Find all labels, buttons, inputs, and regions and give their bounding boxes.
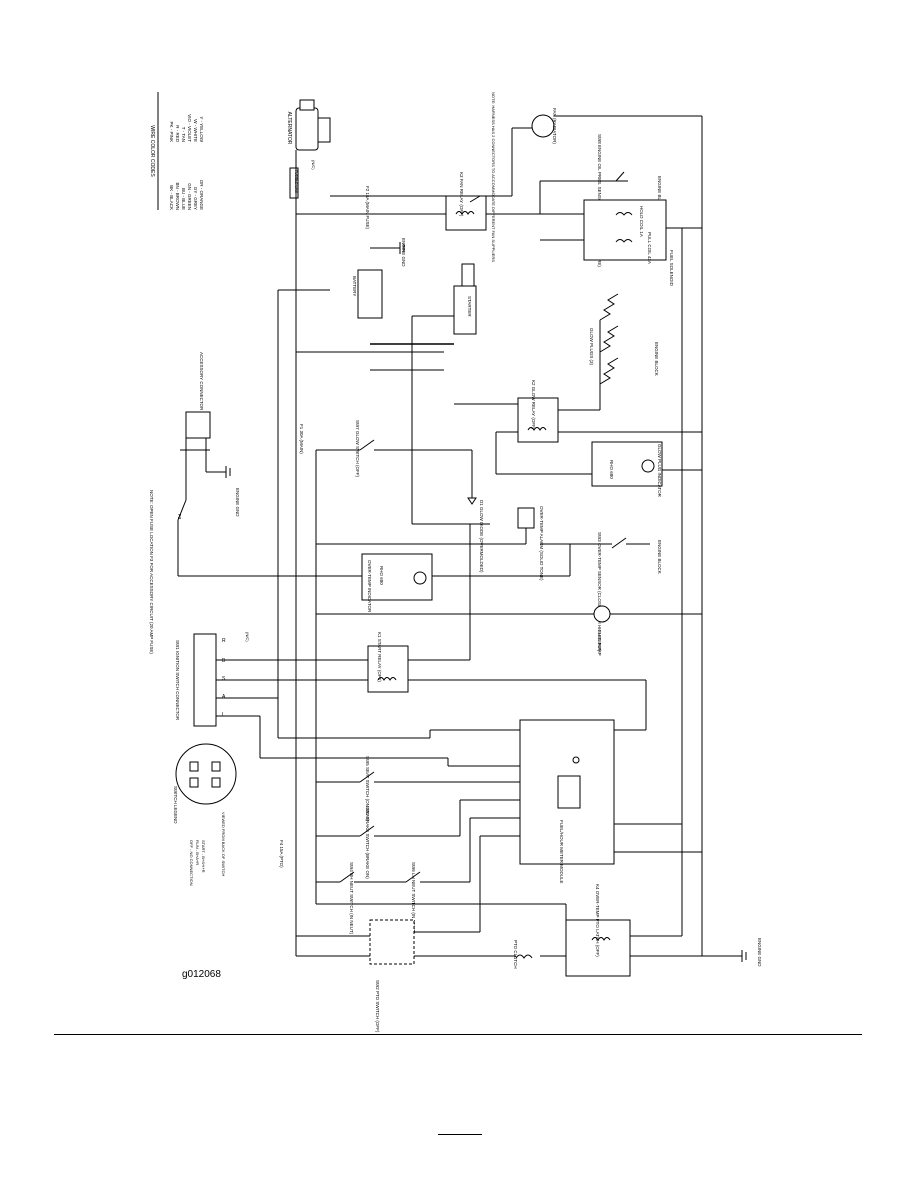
pto-switch: SW2 PTO SWITCH (OFF) bbox=[369, 919, 415, 1033]
brake-switch-sw2: SW2 BRAKE SWITCH (BRAKE ON) bbox=[359, 806, 375, 879]
wiring bbox=[177, 115, 742, 957]
over-temp-indicator: RHO 680 OVER-TEMP INDICATOR bbox=[361, 553, 433, 613]
fan-relay-k3: K3 FAN RELAY (OFF) bbox=[445, 172, 487, 231]
svg-text:RHO 680: RHO 680 bbox=[609, 460, 614, 479]
rh-neutral-switch-sw4: SW4 RH NEUT SWITCH (IN NEUT) bbox=[339, 862, 355, 935]
svg-text:RUN - B+A+R: RUN - B+A+R bbox=[195, 840, 200, 865]
accessory-connector: ACCESSORY CONNECTOR NOTE: OPEN FUSE LOCA… bbox=[149, 352, 240, 654]
svg-text:R - RED: R - RED bbox=[175, 125, 180, 143]
svg-text:Y - YELLOW: Y - YELLOW bbox=[199, 116, 204, 142]
svg-text:FUEL SOLENOID: FUEL SOLENOID bbox=[669, 250, 674, 287]
svg-text:GLOW PLUG INDICATOR: GLOW PLUG INDICATOR bbox=[657, 444, 662, 498]
svg-text:ENGINE GND: ENGINE GND bbox=[401, 238, 406, 267]
svg-text:SW1 IGNITION SWITCH CONNECTOR: SW1 IGNITION SWITCH CONNECTOR bbox=[175, 640, 180, 721]
svg-text:BU - BLUE: BU - BLUE bbox=[181, 188, 186, 210]
svg-text:VIEWED FROM BACK OF SWITCH: VIEWED FROM BACK OF SWITCH bbox=[221, 812, 226, 876]
battery: BATTERY ENGINE GND bbox=[352, 238, 406, 319]
svg-text:BK - BLACK: BK - BLACK bbox=[169, 185, 174, 210]
svg-text:BN - BROWN: BN - BROWN bbox=[175, 183, 180, 211]
svg-text:FUEL/HOUR METER MODULE: FUEL/HOUR METER MODULE bbox=[559, 820, 564, 884]
fuel-pump: FUEL PUMP bbox=[593, 605, 611, 656]
svg-text:F1 30A (MAIN): F1 30A (MAIN) bbox=[299, 424, 304, 454]
svg-text:K2 GLOW RELAY (OFF): K2 GLOW RELAY (OFF) bbox=[531, 380, 536, 430]
svg-text:SW4 RH NEUT SWITCH (IN NEUT): SW4 RH NEUT SWITCH (IN NEUT) bbox=[349, 862, 354, 935]
svg-text:K3 FAN RELAY (OFF): K3 FAN RELAY (OFF) bbox=[459, 172, 464, 217]
starter: STARTER bbox=[453, 263, 477, 335]
over-temp-sensor: SW3 OVER-TEMP SENSOR (CLOSES WITH HIGH T… bbox=[597, 532, 662, 652]
svg-text:GY - GREY: GY - GREY bbox=[193, 187, 198, 210]
fuel-solenoid: HOLD COIL 1A PULL COIL 43A FUEL SOLENOID bbox=[583, 199, 674, 287]
svg-text:W - WHITE: W - WHITE bbox=[193, 119, 198, 142]
glow-plug-indicator: RHO 680 GLOW PLUG INDICATOR bbox=[591, 441, 663, 498]
svg-text:FUEL PUMP: FUEL PUMP bbox=[597, 630, 602, 656]
svg-text:OVER-TEMP INDICATOR: OVER-TEMP INDICATOR bbox=[367, 560, 372, 613]
svg-text:(N/C): (N/C) bbox=[245, 632, 250, 642]
svg-text:K1 START RELAY (OFF): K1 START RELAY (OFF) bbox=[377, 632, 382, 682]
svg-text:A: A bbox=[222, 694, 226, 700]
fuses: F1 30A (MAIN) F2 15A (MAIN FUSE) F4 15A … bbox=[279, 186, 370, 868]
svg-text:START - B+S+I+R: START - B+S+I+R bbox=[201, 840, 206, 873]
svg-text:HOLD COIL 1A: HOLD COIL 1A bbox=[639, 206, 644, 237]
ground-symbols bbox=[225, 242, 747, 962]
ignition-switch-connector: SW1 IGNITION SWITCH CONNECTOR R B S A I … bbox=[175, 632, 250, 727]
fan-motor: FAN (RADIATOR) NOTE: HARNESS HAS 2 CONNE… bbox=[491, 92, 557, 262]
svg-text:SW3 OVER-TEMP SENSOR (CLOSES W: SW3 OVER-TEMP SENSOR (CLOSES WITH HIGH T… bbox=[597, 532, 602, 652]
svg-text:B: B bbox=[222, 658, 226, 664]
svg-text:ACCESSORY CONNECTOR: ACCESSORY CONNECTOR bbox=[199, 352, 204, 411]
svg-text:F4 15A (PTO): F4 15A (PTO) bbox=[279, 840, 284, 868]
svg-text:BATTERY: BATTERY bbox=[352, 276, 357, 296]
svg-text:RHO 680: RHO 680 bbox=[379, 566, 384, 585]
page-number-line bbox=[438, 1134, 482, 1135]
svg-text:(N/C): (N/C) bbox=[311, 160, 316, 170]
svg-text:ENGINE BLOCK: ENGINE BLOCK bbox=[657, 176, 662, 210]
svg-text:WIRE COLOR CODES: WIRE COLOR CODES bbox=[149, 125, 155, 177]
glow-relay-k2: K2 GLOW RELAY (OFF) bbox=[517, 380, 559, 443]
svg-text:R: R bbox=[222, 638, 226, 644]
svg-text:PK - PINK: PK - PINK bbox=[169, 121, 174, 142]
svg-text:SWITCH LEGEND: SWITCH LEGEND bbox=[173, 786, 178, 824]
svg-text:NOTE: HARNESS HAS 2 CONNECTORS: NOTE: HARNESS HAS 2 CONNECTORS TO ACCOMM… bbox=[491, 92, 496, 262]
alternator: ALTERNATOR (N/C) FUSIBLE LINK bbox=[286, 99, 331, 199]
svg-text:NOTE: OPEN FUSE LOCATION F3 FO: NOTE: OPEN FUSE LOCATION F3 FOR ACCESSOR… bbox=[149, 490, 154, 654]
lh-neutral-switch-sw6: SW6 LH NEUT SWITCH (IN NEUT) bbox=[405, 862, 421, 934]
svg-text:ALTERNATOR: ALTERNATOR bbox=[286, 112, 292, 145]
svg-text:GN - GREEN: GN - GREEN bbox=[187, 183, 192, 210]
over-temp-pto-latch-k4: K4 OVER-TEMP PTO LATCH (OFF) bbox=[565, 884, 631, 977]
svg-text:ENGINE BLOCK: ENGINE BLOCK bbox=[657, 540, 662, 574]
svg-text:ENGINE GND: ENGINE GND bbox=[235, 488, 240, 517]
svg-text:SW2 PTO SWITCH (OFF): SW2 PTO SWITCH (OFF) bbox=[375, 980, 380, 1033]
fuel-hour-meter-module: FUEL/HOUR METER MODULE bbox=[519, 719, 615, 884]
glow-switch-sw7: SW7 GLOW SWITCH (OFF) bbox=[355, 420, 375, 477]
svg-text:T - TAN: T - TAN bbox=[181, 127, 186, 142]
svg-text:FAN (RADIATOR): FAN (RADIATOR) bbox=[552, 108, 557, 144]
svg-text:STARTER: STARTER bbox=[467, 296, 472, 317]
svg-text:F2 15A (MAIN FUSE): F2 15A (MAIN FUSE) bbox=[365, 186, 370, 230]
page-rule bbox=[54, 1034, 862, 1035]
svg-text:K4 OVER-TEMP PTO LATCH (OFF): K4 OVER-TEMP PTO LATCH (OFF) bbox=[595, 884, 600, 957]
switch-legend: SWITCH LEGEND OFF - NO CONNECTION RUN - … bbox=[173, 743, 237, 886]
svg-text:VIO - VIOLET: VIO - VIOLET bbox=[187, 114, 192, 142]
svg-text:OR - ORANGE: OR - ORANGE bbox=[199, 180, 204, 210]
svg-text:SW2 BRAKE SWITCH (BRAKE ON): SW2 BRAKE SWITCH (BRAKE ON) bbox=[365, 806, 370, 879]
glow-plugs: GLOW PLUGS (3) ENGINE BLOCK bbox=[589, 293, 659, 385]
svg-text:PTO CLUTCH: PTO CLUTCH bbox=[513, 940, 518, 969]
svg-text:PULL COIL 43A: PULL COIL 43A bbox=[647, 232, 652, 264]
figure-id: g012068 bbox=[182, 969, 221, 980]
start-relay-k1: K1 START RELAY (OFF) bbox=[367, 632, 409, 693]
seat-switch-sw5: SW5 SEAT SWITCH (ON SEAT) bbox=[359, 756, 375, 822]
svg-text:S: S bbox=[222, 676, 226, 682]
svg-text:OFF - NO CONNECTION: OFF - NO CONNECTION bbox=[189, 840, 194, 886]
svg-text:ENGINE BLOCK: ENGINE BLOCK bbox=[654, 342, 659, 376]
svg-text:SW6 LH NEUT SWITCH (IN NEUT): SW6 LH NEUT SWITCH (IN NEUT) bbox=[411, 862, 416, 934]
svg-text:I: I bbox=[222, 712, 223, 718]
pto-clutch: PTO CLUTCH bbox=[513, 940, 533, 969]
wire-color-legend: WIRE COLOR CODES BK - BLACK BN - BROWN B… bbox=[149, 92, 204, 210]
svg-text:SW7 GLOW SWITCH (OFF): SW7 GLOW SWITCH (OFF) bbox=[355, 420, 360, 477]
svg-text:ENGINE GND: ENGINE GND bbox=[757, 938, 762, 967]
svg-text:SW5 SEAT SWITCH (ON SEAT): SW5 SEAT SWITCH (ON SEAT) bbox=[365, 756, 370, 822]
svg-text:D1 GLOW DIODE (OVERMOLDED): D1 GLOW DIODE (OVERMOLDED) bbox=[479, 500, 484, 573]
svg-text:GLOW PLUGS (3): GLOW PLUGS (3) bbox=[589, 328, 594, 366]
